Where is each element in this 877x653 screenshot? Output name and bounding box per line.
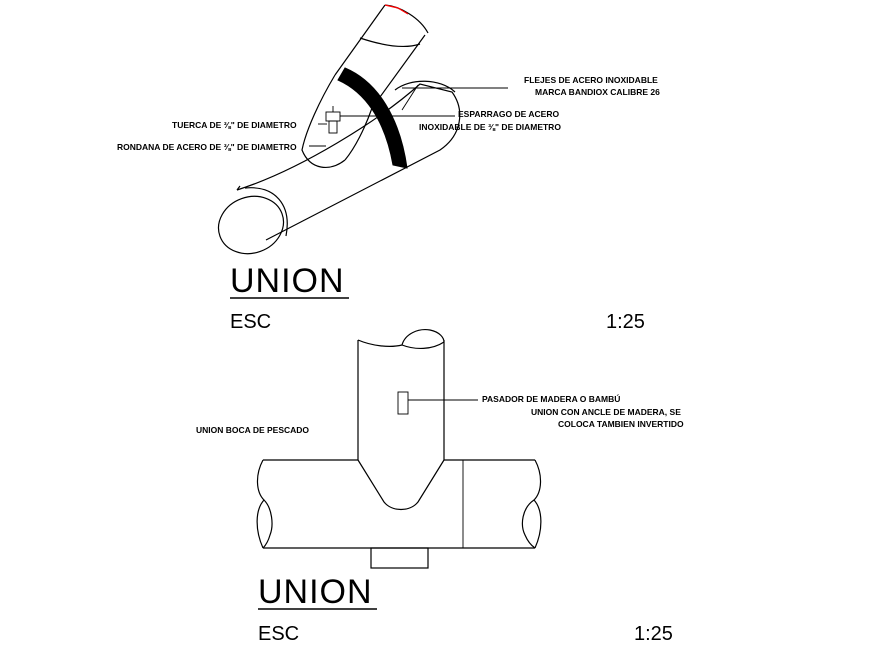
bottom-title: UNION: [258, 573, 373, 611]
union-label-2: COLOCA TAMBIEN INVERTIDO: [558, 419, 684, 429]
bolt-icon: [325, 106, 341, 134]
flejes-label-2: MARCA BANDIOX CALIBRE 26: [535, 87, 660, 97]
top-joint-drawing: [217, 4, 508, 255]
flejes-label-1: FLEJES DE ACERO INOXIDABLE: [524, 75, 658, 85]
top-scale: 1:25: [606, 311, 645, 333]
esparrago-label-1: ESPARRAGO DE ACERO: [458, 109, 559, 119]
tube-cut-edge: [384, 4, 409, 15]
bottom-scale: 1:25: [634, 623, 673, 645]
tuerca-label: TUERCA DE ⅜" DE DIAMETRO: [172, 120, 297, 130]
bottom-esc-label: ESC: [258, 623, 299, 645]
rondana-label: RONDANA DE ACERO DE ⅜" DE DIAMETRO: [117, 142, 297, 152]
steel-strap: [337, 67, 408, 169]
esparrago-label-2: INOXIDABLE DE ⅜" DE DIAMETRO: [419, 122, 561, 132]
bottom-joint-drawing: [256, 329, 542, 569]
boca-label: UNION BOCA DE PESCADO: [196, 425, 309, 435]
pasador-label: PASADOR DE MADERA O BAMBÚ: [482, 393, 620, 404]
dowel-icon: [397, 391, 409, 415]
top-esc-label: ESC: [230, 311, 271, 333]
union-label-1: UNION CON ANCLE DE MADERA, SE: [531, 407, 681, 417]
top-title: UNION: [230, 262, 345, 300]
